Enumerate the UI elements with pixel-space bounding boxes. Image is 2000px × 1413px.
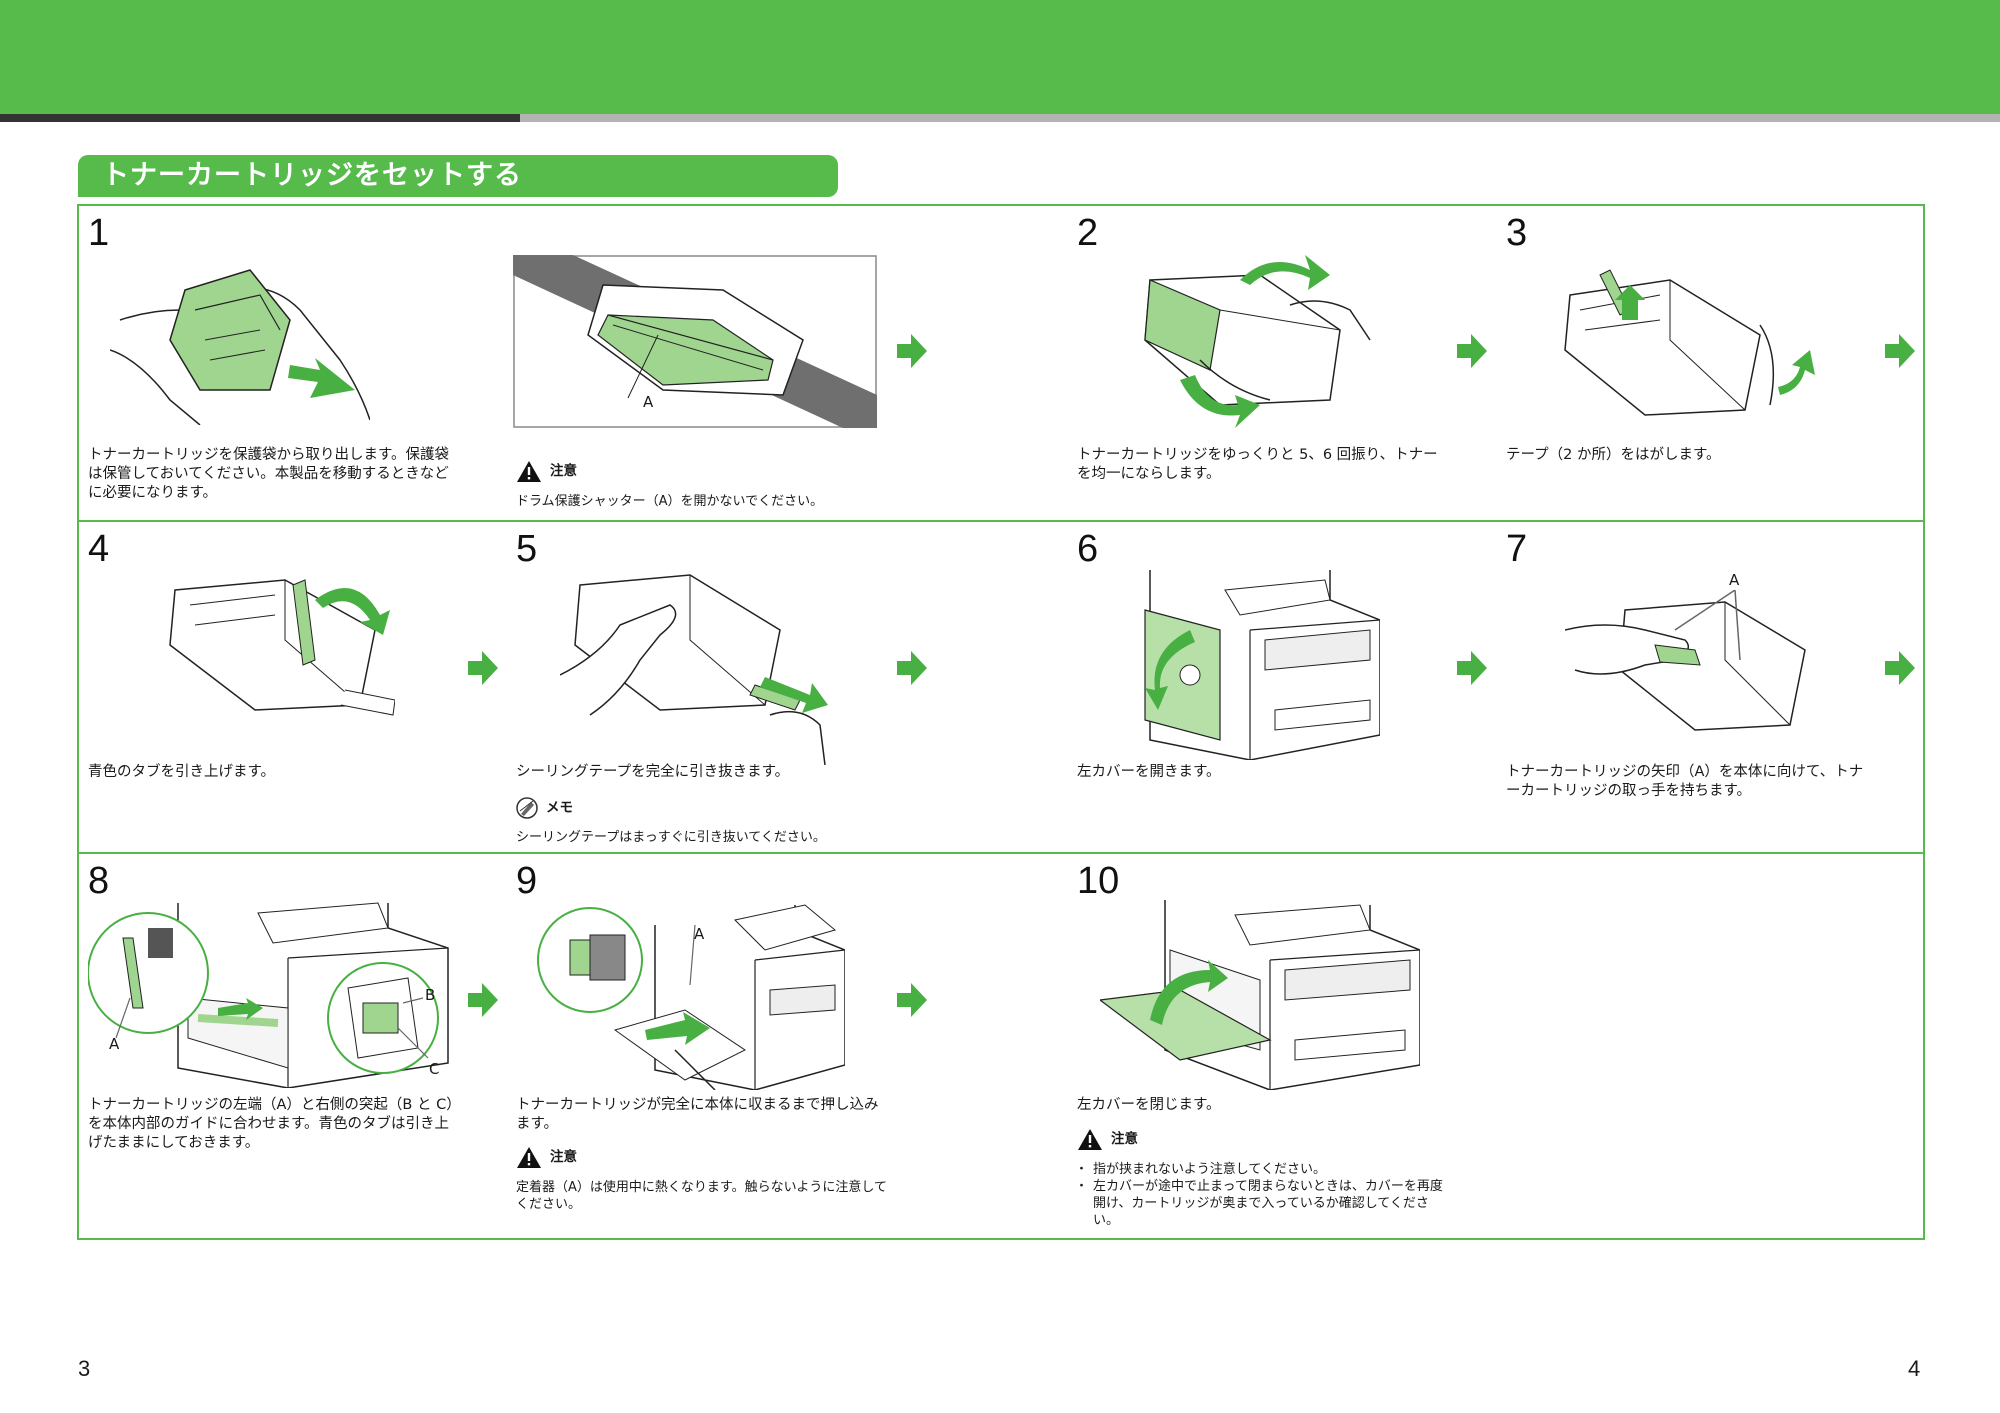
step-number-6: 6 xyxy=(1077,528,1099,570)
memo-text: シーリングテープはまっすぐに引き抜いてください。 xyxy=(516,830,826,845)
next-arrow-icon xyxy=(1885,651,1915,685)
caution-item: 指が挟まれないよう注意してください。 xyxy=(1075,1161,1447,1178)
warning-icon xyxy=(517,461,541,482)
step-number-7: 7 xyxy=(1506,528,1528,570)
next-arrow-icon xyxy=(468,651,498,685)
step-number-2: 2 xyxy=(1077,212,1099,254)
step-number-8: 8 xyxy=(88,860,110,902)
step10-illustration xyxy=(1100,900,1420,1090)
step7-illustration xyxy=(1565,590,1806,731)
row-divider-1 xyxy=(77,520,1925,522)
page-number-right: 4 xyxy=(1908,1356,1921,1381)
row-divider-2 xyxy=(77,852,1925,854)
step3-illustration xyxy=(1564,269,1815,416)
step6-text: 左カバーを開きます。 xyxy=(1077,764,1221,780)
callout-b-step8: B xyxy=(425,986,436,1004)
next-arrow-icon xyxy=(897,334,927,368)
next-arrow-icon xyxy=(1885,334,1915,368)
step8-text: トナーカートリッジの左端（A）と右側の突起（B と C）を本体内部のガイドに合わ… xyxy=(88,1097,454,1151)
step9-text: トナーカートリッジが完全に本体に収まるまで押し込みます。 xyxy=(516,1097,879,1132)
step-number-9: 9 xyxy=(516,860,538,902)
step5-text: シーリングテープを完全に引き抜きます。 xyxy=(516,764,790,780)
next-arrow-icon xyxy=(468,983,498,1017)
step-number-1: 1 xyxy=(88,212,110,254)
warning-icon xyxy=(1078,1129,1102,1150)
step10-text: 左カバーを閉じます。 xyxy=(1077,1097,1221,1113)
step8-illustration xyxy=(88,902,449,1088)
callout-a-step9: A xyxy=(694,925,705,943)
callout-a-shutter: A xyxy=(643,393,654,411)
step-number-3: 3 xyxy=(1506,212,1528,254)
caution-title: 注意 xyxy=(550,1149,577,1165)
steps-grid xyxy=(77,204,1925,1240)
caution-close-cover: 注意 指が挟まれないよう注意してください。 左カバーが途中で止まって閉まらないと… xyxy=(1075,1128,1447,1229)
caution-fixing-unit: 注意 定着器（A）は使用中に熱くなります。触らないように注意してください。 xyxy=(516,1146,896,1213)
step7-text: トナーカートリッジの矢印（A）を本体に向けて、トナーカートリッジの取っ手を持ちま… xyxy=(1506,764,1864,799)
memo-sealing-tape: メモ シーリングテープはまっすぐに引き抜いてください。 xyxy=(516,797,896,846)
step-number-5: 5 xyxy=(516,528,538,570)
header-bar xyxy=(0,0,2000,114)
step4-text: 青色のタブを引き上げます。 xyxy=(88,764,276,780)
next-arrow-icon xyxy=(897,651,927,685)
step5-illustration xyxy=(560,574,828,765)
step3-text: テープ（2 か所）をはがします。 xyxy=(1506,447,1721,463)
step-number-10: 10 xyxy=(1077,860,1120,902)
warning-icon xyxy=(517,1147,541,1168)
step2-text: トナーカートリッジをゆっくりと 5、6 回振り、トナーを均一にならします。 xyxy=(1077,447,1438,482)
caution-item: 左カバーが途中で止まって閉まらないときは、カバーを再度開け、カートリッジが奥まで… xyxy=(1075,1178,1447,1229)
memo-icon xyxy=(516,797,538,819)
step1-illustration xyxy=(110,269,370,425)
header-rule-dark xyxy=(0,114,520,122)
page-number-left: 3 xyxy=(78,1356,91,1381)
caution-text: ドラム保護シャッター（A）を開かないでください。 xyxy=(516,494,824,509)
memo-title: メモ xyxy=(546,799,573,816)
section-title: トナーカートリッジをセットする xyxy=(78,155,838,197)
drum-shutter-illustration xyxy=(513,255,877,428)
next-arrow-icon xyxy=(897,983,927,1017)
callout-a-step8: A xyxy=(109,1035,120,1053)
next-arrow-icon xyxy=(1457,651,1487,685)
step6-illustration xyxy=(1144,570,1380,760)
step4-illustration xyxy=(169,579,395,716)
step9-illustration xyxy=(537,904,845,1090)
next-arrow-icon xyxy=(1457,334,1487,368)
callout-c-step8: C xyxy=(429,1060,440,1078)
caution-text: 定着器（A）は使用中に熱くなります。触らないように注意してください。 xyxy=(516,1180,887,1212)
callout-a-step7: A xyxy=(1729,571,1740,589)
caution-title: 注意 xyxy=(550,463,577,479)
step1-text: トナーカートリッジを保護袋から取り出します。保護袋は保管しておいてください。本製… xyxy=(88,447,450,501)
caution-title: 注意 xyxy=(1111,1131,1138,1147)
step-number-4: 4 xyxy=(88,528,110,570)
caution-drum-shutter: 注意 ドラム保護シャッター（A）を開かないでください。 xyxy=(516,460,896,510)
step2-illustration xyxy=(1144,255,1371,428)
header-rule-grey xyxy=(520,114,2000,122)
caution-list: 指が挟まれないよう注意してください。 左カバーが途中で止まって閉まらないときは、… xyxy=(1075,1161,1447,1229)
